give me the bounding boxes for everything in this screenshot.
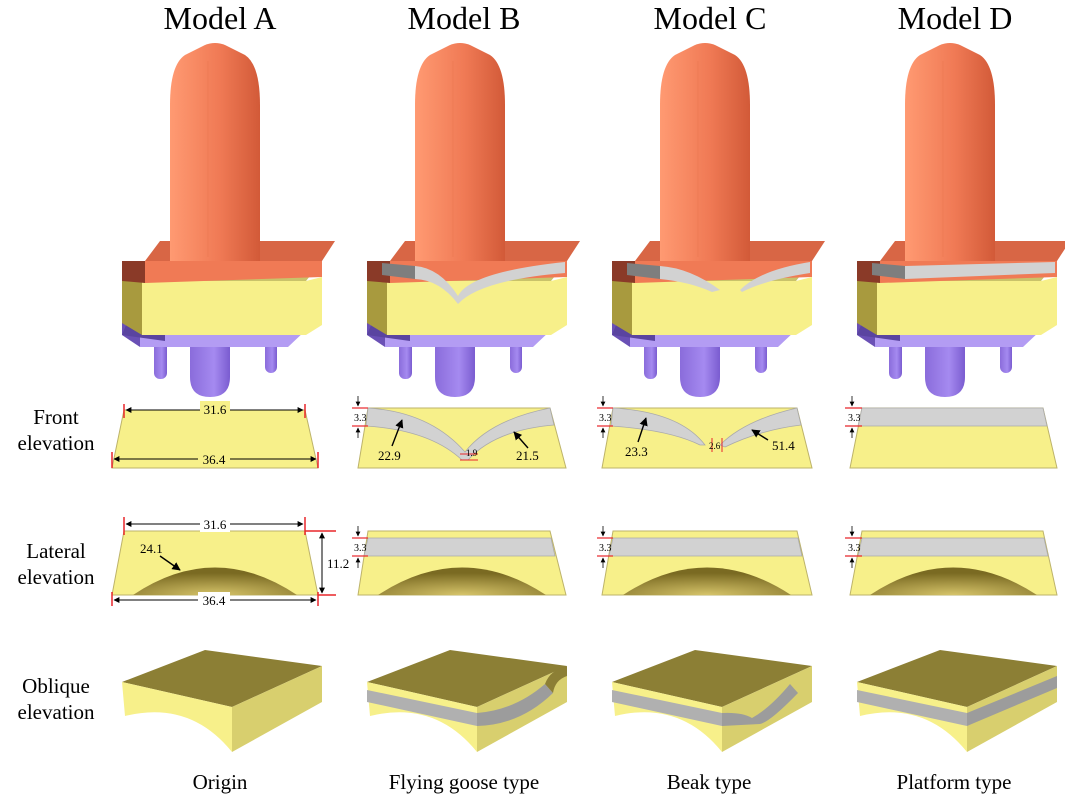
row-label-lateral-line2: elevation <box>17 565 95 589</box>
caption-d: Platform type <box>896 770 1012 794</box>
model-a-3d <box>121 42 336 398</box>
model-d-band-side <box>872 263 905 279</box>
row-label-lateral: Lateral elevation <box>0 538 112 590</box>
front-a-top-label: 31.6 <box>204 402 227 417</box>
model-d-3d <box>856 42 1065 398</box>
lateral-b-band-label: 3.3 <box>354 543 367 554</box>
front-b-left-label: 22.9 <box>378 448 401 463</box>
lateral-c: 3.3 <box>597 526 813 596</box>
model-c-title: Model C <box>653 0 767 36</box>
lateral-b: 3.3 <box>352 526 567 596</box>
model-d-band-front <box>905 262 1055 279</box>
row-label-oblique: Oblique elevation <box>0 673 112 725</box>
row-label-front: Front elevation <box>0 404 112 456</box>
front-c-left-label: 23.3 <box>625 444 648 459</box>
front-c-gap-label: 2.6 <box>709 441 721 451</box>
row-label-front-line1: Front <box>33 405 79 429</box>
front-d-band-label: 3.3 <box>848 413 861 424</box>
caption-c: Beak type <box>666 770 752 794</box>
model-c-3d <box>611 42 826 398</box>
oblique-a <box>122 650 322 752</box>
row-label-lateral-line1: Lateral <box>26 539 86 563</box>
lateral-a-top-label: 31.6 <box>204 517 227 532</box>
model-c-band-side <box>627 263 660 279</box>
model-c-band-front <box>660 262 810 292</box>
caption-b: Flying goose type <box>388 770 540 794</box>
front-c-band <box>610 407 802 448</box>
lateral-a-bottom-label: 36.4 <box>203 593 226 608</box>
front-b-gap-label: 1.9 <box>466 448 478 458</box>
front-b-band <box>365 407 555 461</box>
lateral-a-arc-label: 24.1 <box>140 541 163 556</box>
front-b-right-label: 21.5 <box>516 448 539 463</box>
row-label-front-line2: elevation <box>17 431 95 455</box>
oblique-c <box>612 650 812 752</box>
lateral-c-band-label: 3.3 <box>599 543 612 554</box>
front-a-bottom-label: 36.4 <box>203 452 226 467</box>
model-b-band-front <box>415 262 565 304</box>
model-b-title: Model B <box>407 0 521 36</box>
oblique-b <box>367 650 567 752</box>
lateral-d: 3.3 <box>845 526 1058 596</box>
row-label-oblique-line1: Oblique <box>22 674 90 698</box>
front-b-band-label: 3.3 <box>354 413 367 424</box>
lateral-a-height-label: 11.2 <box>327 556 349 571</box>
model-d-title: Model D <box>897 0 1013 36</box>
lateral-d-band-label: 3.3 <box>848 543 861 554</box>
model-b-3d <box>366 42 581 398</box>
front-c-right-label: 51.4 <box>772 438 795 453</box>
oblique-d <box>857 650 1057 752</box>
lateral-a-arc <box>133 567 297 595</box>
caption-a: Origin <box>192 770 248 794</box>
model-b-band-side <box>382 263 415 279</box>
model-a-title: Model A <box>163 0 277 36</box>
row-label-oblique-line2: elevation <box>17 700 95 724</box>
front-d-band <box>857 407 1048 427</box>
front-c-band-label: 3.3 <box>599 413 612 424</box>
